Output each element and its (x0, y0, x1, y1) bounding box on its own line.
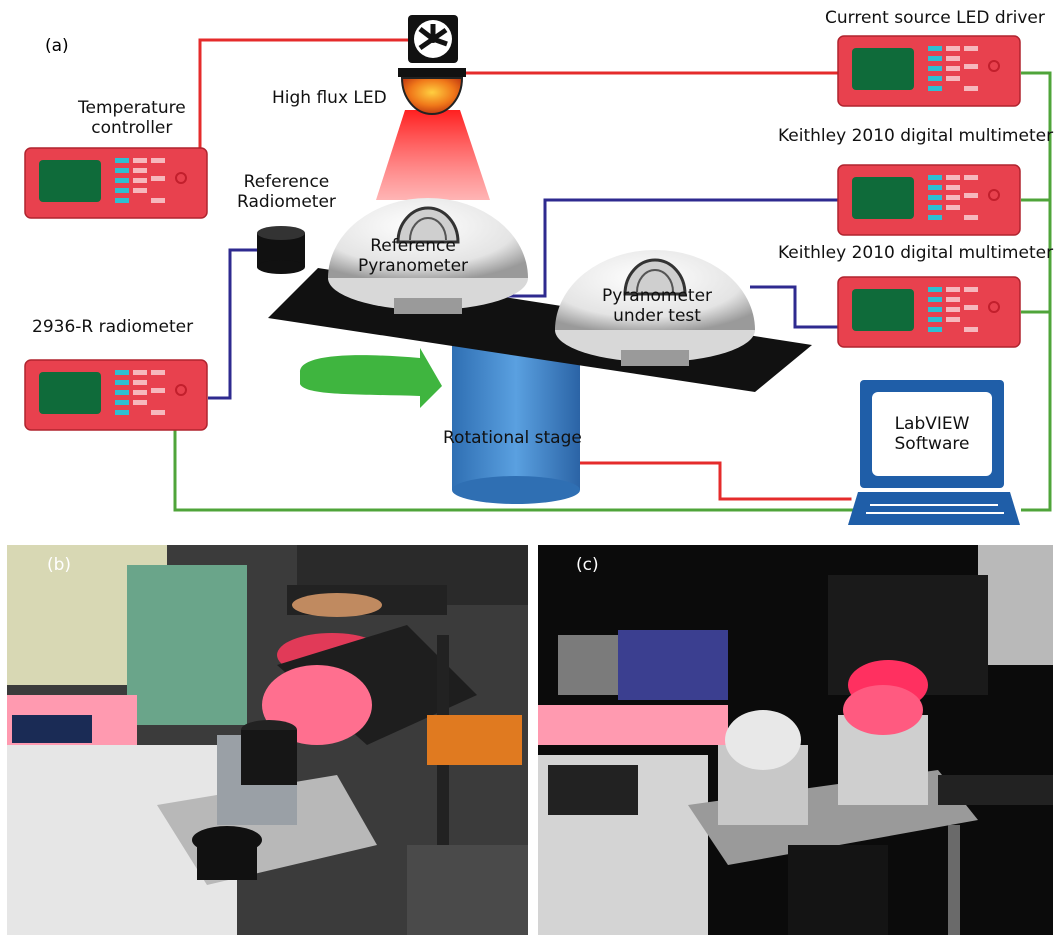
temperature-controller (24, 147, 208, 219)
multimeter-1 (837, 164, 1021, 236)
led-icon (398, 68, 466, 115)
wire-refpyr-to-dmm (485, 198, 838, 298)
panel-label-b: (b) (47, 555, 72, 575)
wire-stage-to-pc (558, 461, 852, 501)
reference-radiometer-label: Reference Radiometer (237, 172, 336, 213)
test-pyranometer-label: Pyranometer under test (602, 286, 713, 327)
panel-label-c: (c) (576, 555, 599, 575)
computer-icon (848, 380, 1020, 525)
radiometer-2936-label: 2936-R radiometer (32, 317, 194, 337)
high-flux-led-label: High flux LED (272, 88, 387, 108)
wire-temp-to-fan (198, 38, 410, 149)
multimeter-2 (837, 276, 1021, 348)
current-source-driver (837, 35, 1021, 107)
wire-green-bus (1021, 71, 1052, 512)
temperature-controller-label: Temperature controller (78, 98, 186, 139)
photo-setup-c: (c) (538, 545, 1053, 935)
cooling-fan-icon (408, 15, 458, 63)
multimeter-1-label: Keithley 2010 digital multimeter (778, 126, 1054, 146)
panel-label-a: (a) (45, 36, 69, 56)
wire-testpyr-to-dmm (750, 285, 838, 329)
led-beam (376, 110, 490, 200)
photo-setup-b: (b) (7, 545, 528, 935)
reference-pyranometer-label: Reference Pyranometer (358, 236, 469, 277)
rotational-stage-label: Rotational stage (443, 428, 582, 448)
schematic-svg (24, 15, 1052, 525)
current-source-label: Current source LED driver (825, 8, 1045, 28)
radiometer-2936 (24, 359, 208, 431)
rotation-arrow-icon (300, 348, 442, 408)
labview-label: LabVIEW Software (894, 414, 970, 455)
wire-radiometer-to-head (208, 248, 258, 400)
reference-radiometer-icon (257, 226, 305, 274)
schematic-diagram: (a) Temperature controller High flux LED… (24, 8, 1054, 525)
multimeter-2-label: Keithley 2010 digital multimeter (778, 243, 1054, 263)
